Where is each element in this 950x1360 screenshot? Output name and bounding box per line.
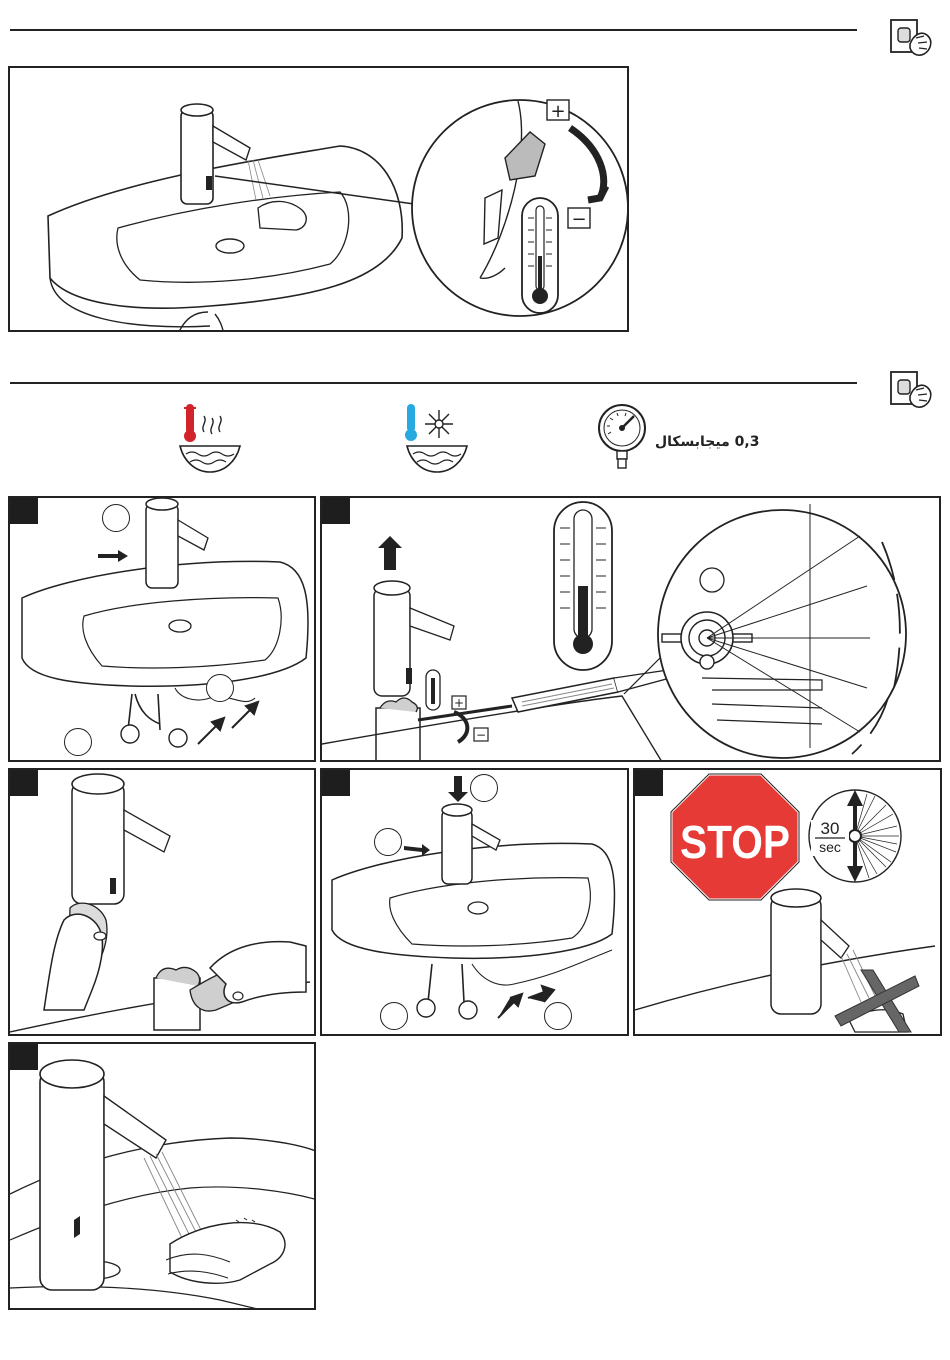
step-panel-wait: STOP 30 sec (633, 768, 942, 1036)
step-callout (374, 828, 402, 856)
step-panel-reassemble (320, 768, 629, 1036)
pressure-label: 0,3 ميجابسكال (655, 434, 759, 450)
timer-unit: sec (819, 839, 841, 855)
hot-water-icon (176, 402, 244, 474)
minus-sign: − (571, 209, 586, 230)
step-callout (102, 504, 130, 532)
step-callout (544, 1002, 572, 1030)
step-callout (64, 728, 92, 756)
temperature-adjustment-panel: + − (8, 66, 629, 332)
timer-icon: 30 sec (809, 790, 901, 882)
hand-sensor-icon (888, 14, 936, 62)
step-callout (380, 1002, 408, 1030)
stop-label: STOP (680, 816, 790, 868)
step-panel-adjust-thermostat: + − (320, 496, 941, 762)
hand-sensor-icon (888, 366, 936, 414)
timer-value: 30 (821, 819, 840, 838)
step-panel-use-faucet (8, 1042, 316, 1310)
step-panel-remove-spout (8, 496, 316, 762)
step-callout (470, 774, 498, 802)
plus-sign: + (454, 696, 464, 710)
step-callout (206, 674, 234, 702)
pressure-gauge-icon (596, 402, 648, 470)
step-panel-clean-cartridge (8, 768, 316, 1036)
cold-water-icon (403, 402, 471, 474)
section-divider-2 (10, 382, 857, 384)
plus-sign: + (550, 101, 565, 122)
section-divider-1 (10, 29, 857, 31)
minus-sign: − (476, 728, 486, 742)
